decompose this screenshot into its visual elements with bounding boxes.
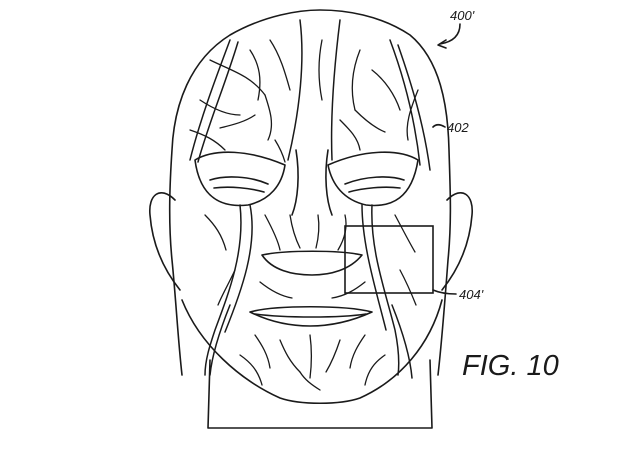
leader-lines <box>432 23 461 295</box>
right-ear <box>441 192 473 291</box>
left-ear <box>149 192 181 291</box>
jaw <box>181 299 443 405</box>
vascular-ref-label: 402 <box>447 120 469 135</box>
figure-ref-label: 400' <box>450 8 475 23</box>
region-ref-label: 404' <box>459 287 484 302</box>
region-box <box>344 225 434 294</box>
nose-mouth <box>249 250 373 327</box>
vascular-network <box>189 19 431 391</box>
head-outline <box>149 9 473 429</box>
neck <box>207 359 433 429</box>
figure-caption: FIG. 10 <box>462 350 559 382</box>
eye-regions <box>194 149 419 216</box>
